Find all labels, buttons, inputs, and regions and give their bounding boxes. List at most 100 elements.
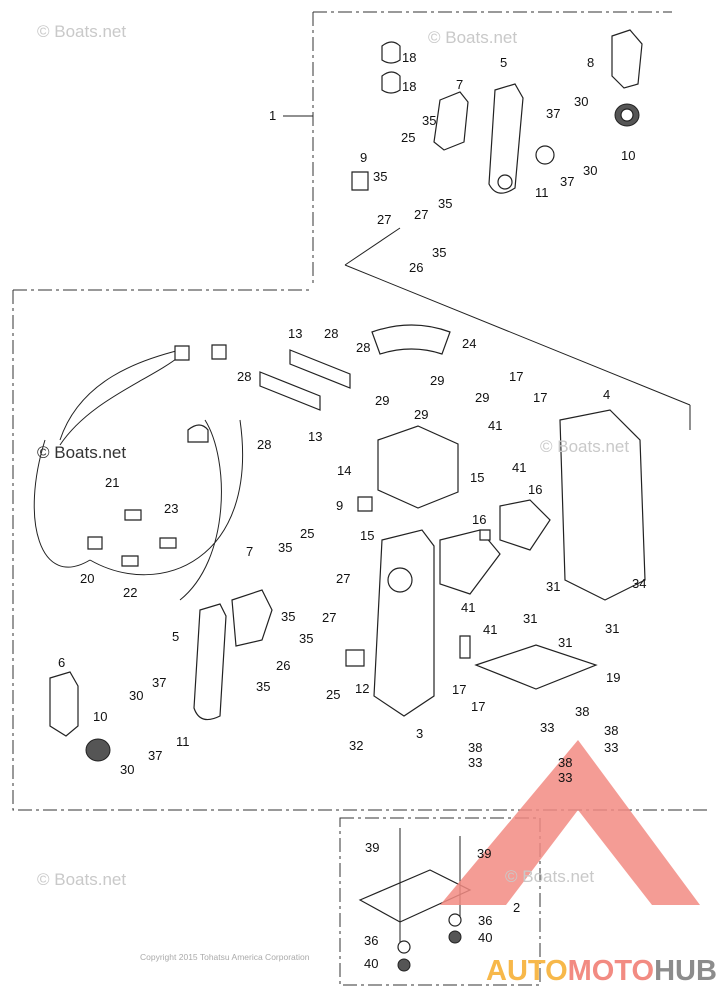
- upper-parts: [351, 29, 643, 194]
- callout-number: 1: [269, 108, 276, 123]
- callout-number: 13: [308, 429, 322, 444]
- callout-number: 35: [422, 113, 436, 128]
- callout-number: 8: [587, 55, 594, 70]
- callout-number: 17: [533, 390, 547, 405]
- callout-number: 5: [500, 55, 507, 70]
- copyright-text: Copyright 2015 Tohatsu America Corporati…: [140, 952, 310, 962]
- callout-number: 28: [324, 326, 338, 341]
- callout-number: 18: [402, 50, 416, 65]
- logo-text: AUTOMOTOHUB: [486, 955, 717, 987]
- callout-number: 35: [278, 540, 292, 555]
- automotohub-logo: [440, 740, 700, 905]
- callout-number: 36: [364, 933, 378, 948]
- callout-number: 27: [414, 207, 428, 222]
- callout-number: 25: [300, 526, 314, 541]
- callout-number: 37: [152, 675, 166, 690]
- callout-number: 16: [528, 482, 542, 497]
- callout-number: 41: [488, 418, 502, 433]
- callout-number: 30: [583, 163, 597, 178]
- callout-number: 4: [603, 387, 610, 402]
- callout-number: 27: [377, 212, 391, 227]
- callout-number: 33: [540, 720, 554, 735]
- callout-number: 13: [288, 326, 302, 341]
- callout-number: 26: [276, 658, 290, 673]
- watermark: © Boats.net: [37, 22, 127, 41]
- callout-number: 35: [438, 196, 452, 211]
- callout-number: 21: [105, 475, 119, 490]
- callout-number: 30: [129, 688, 143, 703]
- callout-number: 18: [402, 79, 416, 94]
- callout-number: 38: [468, 740, 482, 755]
- callout-number: 37: [148, 748, 162, 763]
- callout-number: 26: [409, 260, 423, 275]
- callout-number: 40: [478, 930, 492, 945]
- callout-number: 35: [281, 609, 295, 624]
- callout-number: 24: [462, 336, 476, 351]
- callout-number: 12: [355, 681, 369, 696]
- logo-text-moto: MOTO: [567, 955, 655, 987]
- watermark: © Boats.net: [540, 437, 630, 456]
- callout-number: 9: [360, 150, 367, 165]
- callout-number: 6: [58, 655, 65, 670]
- callout-number: 38: [604, 723, 618, 738]
- callout-number: 17: [509, 369, 523, 384]
- callout-number: 33: [558, 770, 572, 785]
- callout-number: 20: [80, 571, 94, 586]
- callout-number: 31: [546, 579, 560, 594]
- callout-number: 5: [172, 629, 179, 644]
- callout-number: 37: [546, 106, 560, 121]
- callout-number: 30: [120, 762, 134, 777]
- callout-number: 29: [430, 373, 444, 388]
- callout-number: 15: [470, 470, 484, 485]
- callout-number: 29: [475, 390, 489, 405]
- callout-number: 27: [336, 571, 350, 586]
- logo-text-hub: HUB: [654, 955, 717, 987]
- callout-number: 31: [558, 635, 572, 650]
- callout-number: 23: [164, 501, 178, 516]
- callout-number: 35: [373, 169, 387, 184]
- callout-number: 28: [257, 437, 271, 452]
- callout-number: 38: [575, 704, 589, 719]
- callout-number: 15: [360, 528, 374, 543]
- callout-number: 11: [176, 734, 190, 749]
- lower-parts: [358, 828, 472, 972]
- callout-number: 7: [456, 77, 463, 92]
- callout-number: 31: [523, 611, 537, 626]
- callout-number: 19: [606, 670, 620, 685]
- callout-number: 10: [93, 709, 107, 724]
- callout-number: 41: [461, 600, 475, 615]
- callout-number: 28: [237, 369, 251, 384]
- callout-number: 17: [471, 699, 485, 714]
- callout-number: 11: [535, 185, 549, 200]
- callout-number: 31: [605, 621, 619, 636]
- watermark: © Boats.net: [37, 870, 127, 889]
- watermark: © Boats.net: [428, 28, 518, 47]
- callout-number: 33: [468, 755, 482, 770]
- middle-parts: [33, 324, 646, 762]
- section-borders: [12, 11, 710, 986]
- callout-number: 7: [246, 544, 253, 559]
- callout-number: 36: [478, 913, 492, 928]
- callout-number: 41: [512, 460, 526, 475]
- callout-number: 22: [123, 585, 137, 600]
- callout-number: 40: [364, 956, 378, 971]
- callout-number: 38: [558, 755, 572, 770]
- callout-number: 16: [472, 512, 486, 527]
- callout-number: 9: [336, 498, 343, 513]
- callout-number: 25: [401, 130, 415, 145]
- callout-number: 37: [560, 174, 574, 189]
- callout-number: 35: [432, 245, 446, 260]
- callout-number: 34: [632, 576, 646, 591]
- callout-number: 2: [513, 900, 520, 915]
- callout-number: 35: [299, 631, 313, 646]
- callout-number: 28: [356, 340, 370, 355]
- logo-text-auto: AUTO: [486, 955, 568, 987]
- callout-number: 35: [256, 679, 270, 694]
- watermark: © Boats.net: [505, 867, 595, 886]
- callout-number: 29: [414, 407, 428, 422]
- callout-number: 39: [365, 840, 379, 855]
- callout-number: 32: [349, 738, 363, 753]
- callout-number: 41: [483, 622, 497, 637]
